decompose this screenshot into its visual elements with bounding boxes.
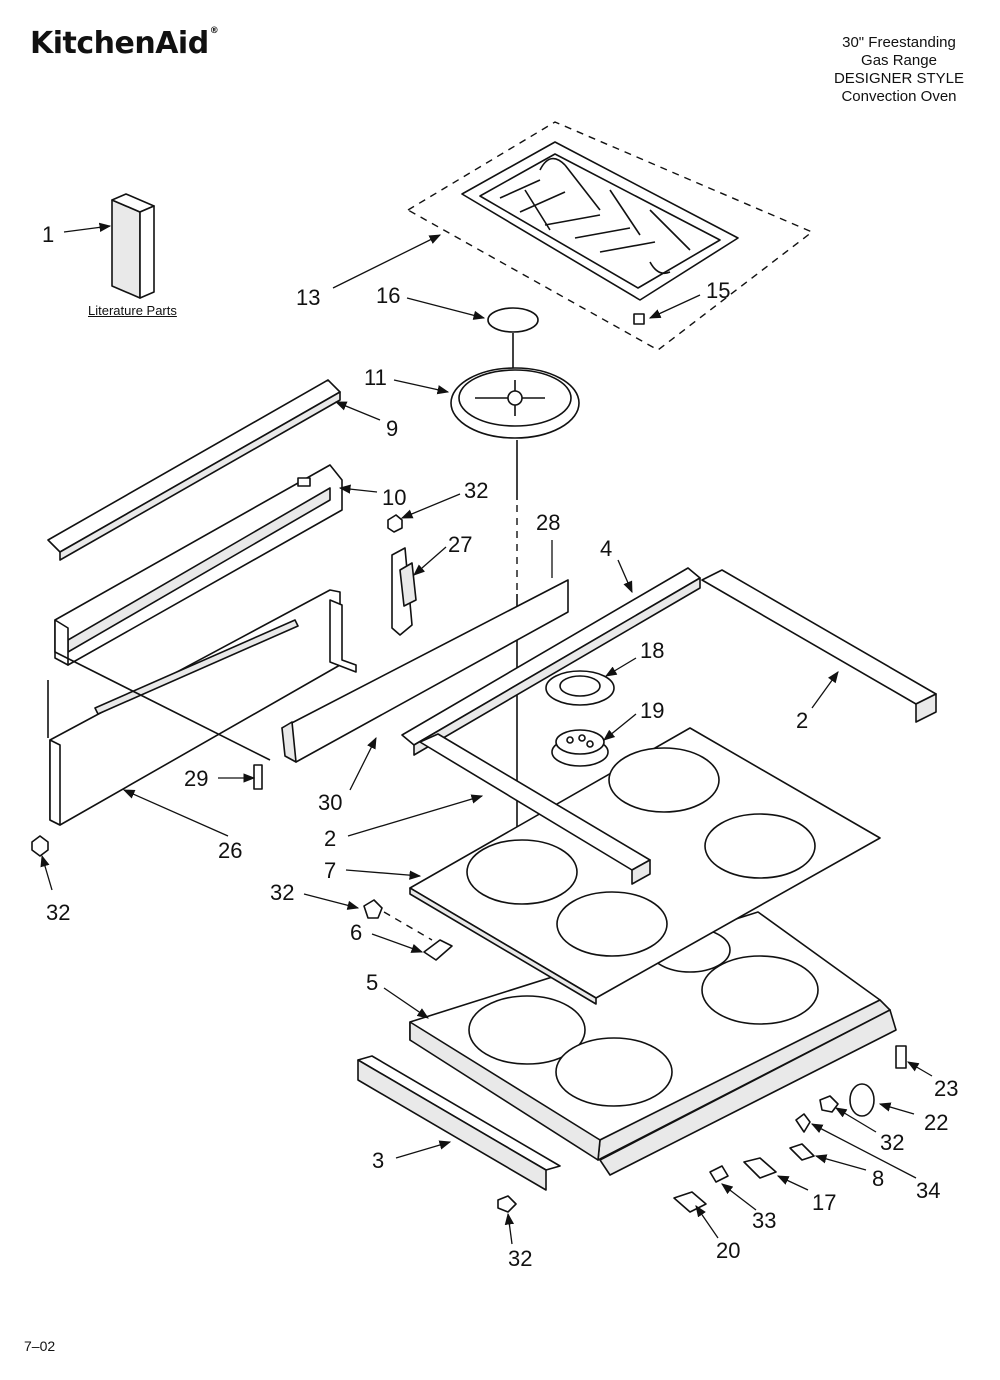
trim-strip-9 [47,379,341,561]
callout-23: 23 [934,1076,958,1101]
vent-channel [54,464,343,666]
callout-11: 11 [364,365,387,390]
callout-27: 27 [448,532,472,557]
callout-6: 6 [350,920,362,945]
callout-32: 32 [46,900,70,925]
burner-head [551,729,609,767]
callout-17: 17 [812,1190,836,1215]
callout-32: 32 [270,880,294,905]
callout-22: 22 [924,1110,948,1135]
brand-name: KitchenAid [30,26,209,61]
model-line: 30" Freestanding [842,34,956,51]
cooktop-frame [409,911,897,1176]
callout-8: 8 [872,1166,884,1191]
callout-9: 9 [386,416,398,441]
model-description: 30" Freestanding Gas Range DESIGNER STYL… [834,34,964,106]
registered-mark: ® [209,26,219,36]
callout-28: 28 [536,510,560,535]
callout-labels: 1 13 16 15 11 9 10 32 27 28 4 18 19 2 29… [42,222,958,1271]
callout-26: 26 [218,838,242,863]
small-clip [253,764,263,790]
footer-code: 7–02 [24,1338,56,1354]
side-trim-2-left [419,733,651,885]
callout-4: 4 [600,536,612,561]
callout-32: 32 [880,1130,904,1155]
callout-15: 15 [706,278,730,303]
callout-32: 32 [508,1246,532,1271]
callout-30: 30 [318,790,342,815]
callout-5: 5 [366,970,378,995]
model-line: DESIGNER STYLE [833,70,964,87]
callout-20: 20 [716,1238,740,1263]
callout-2: 2 [796,708,808,733]
back-panel [47,589,357,826]
callout-10: 10 [382,485,406,510]
callout-33: 33 [752,1208,776,1233]
side-trim-2-right [701,569,937,723]
literature-parts-label: Literature Parts [88,303,177,318]
callout-1: 1 [42,222,54,247]
callout-29: 29 [184,766,208,791]
leader-lines [40,222,933,1245]
burner-grate [406,121,814,351]
small-hardware [31,835,907,1213]
callout-16: 16 [376,283,400,308]
back-glass-panel [281,579,569,763]
mounting-bracket [387,514,417,636]
brand-logo: KitchenAid® [30,26,219,61]
callout-2: 2 [324,826,336,851]
burner-cap [487,307,539,333]
burner-ring [450,367,580,439]
callout-13: 13 [296,285,320,310]
callout-18: 18 [640,638,664,663]
callout-19: 19 [640,698,664,723]
callout-34: 34 [916,1178,940,1203]
callout-7: 7 [324,858,336,883]
front-trim [357,1055,561,1191]
side-trim-4 [401,567,701,756]
callout-3: 3 [372,1148,384,1173]
model-line: Gas Range [861,52,937,69]
callout-32: 32 [464,478,488,503]
burner-base [545,670,615,706]
model-line: Convection Oven [841,88,957,105]
literature-book [111,193,155,299]
